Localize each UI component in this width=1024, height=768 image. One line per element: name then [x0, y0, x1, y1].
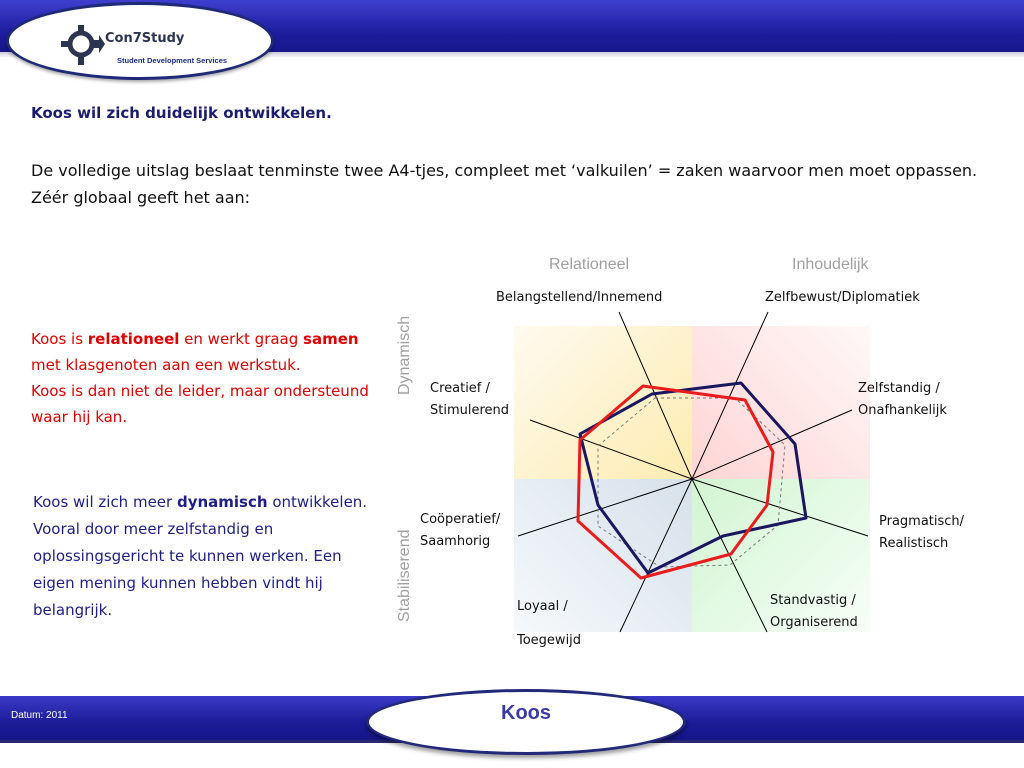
footer-name: Koos	[501, 702, 551, 724]
red-profile-line	[576, 384, 775, 580]
axis-line-loyaal	[619, 478, 693, 633]
axis-label-zelfstandig: Zelfstandig /Onafhankelijk	[858, 381, 947, 418]
axis-label-cooperatief: Coöperatief/Saamhorig	[420, 512, 501, 549]
logo-name: Con7Study	[105, 31, 185, 46]
heading-relationeel: Relationeel	[549, 256, 630, 273]
relational-description: Koos is relationeel en werkt graag samen…	[31, 330, 369, 426]
heading-inhoudelijk: Inhoudelijk	[792, 256, 869, 273]
logo-subtitle: Student Development Services	[117, 56, 228, 65]
page-heading: Koos wil zich duidelijk ontwikkelen.	[31, 104, 332, 122]
dynamic-description: Koos wil zich meer dynamisch ontwikkelen…	[33, 493, 368, 619]
roundabout-logo-icon	[61, 25, 105, 65]
heading-dynamisch: Dynamisch	[396, 315, 413, 395]
axis-label-zelfbewust: Zelfbewust/Diplomatiek	[765, 290, 920, 305]
quadrant-content-dynamic	[692, 326, 870, 479]
axis-line-zelfstandig	[691, 409, 853, 480]
axis-label-loyaal: Loyaal /Toegewijd	[517, 599, 582, 648]
quadrant-relational-stable	[514, 479, 692, 632]
axis-label-pragmatisch: Pragmatisch/Realistisch	[879, 514, 965, 551]
heading-stabiliserend: Stabiliserend	[396, 529, 413, 623]
footer-name-badge: Koos	[366, 689, 686, 755]
logo: Con7Study Student Development Services	[6, 2, 274, 80]
axis-line-belangstellend	[618, 311, 693, 480]
axis-line-cooperatief	[517, 478, 693, 537]
header-shadow	[0, 52, 1024, 58]
intro-paragraph: De volledige uitslag beslaat tenminste t…	[31, 161, 978, 207]
axis-line-zelfbewust	[691, 311, 769, 480]
quadrant-relational-dynamic	[514, 326, 692, 479]
footer-date: Datum: 2011	[11, 710, 68, 721]
axis-line-creatief	[529, 419, 693, 480]
axis-label-creatief: Creatief /Stimulerend	[430, 381, 510, 418]
navy-profile-line	[578, 381, 808, 575]
axis-label-standvastig: Standvastig /Organiserend	[770, 593, 858, 630]
axis-label-belangstellend: Belangstellend/Innemend	[496, 290, 663, 305]
